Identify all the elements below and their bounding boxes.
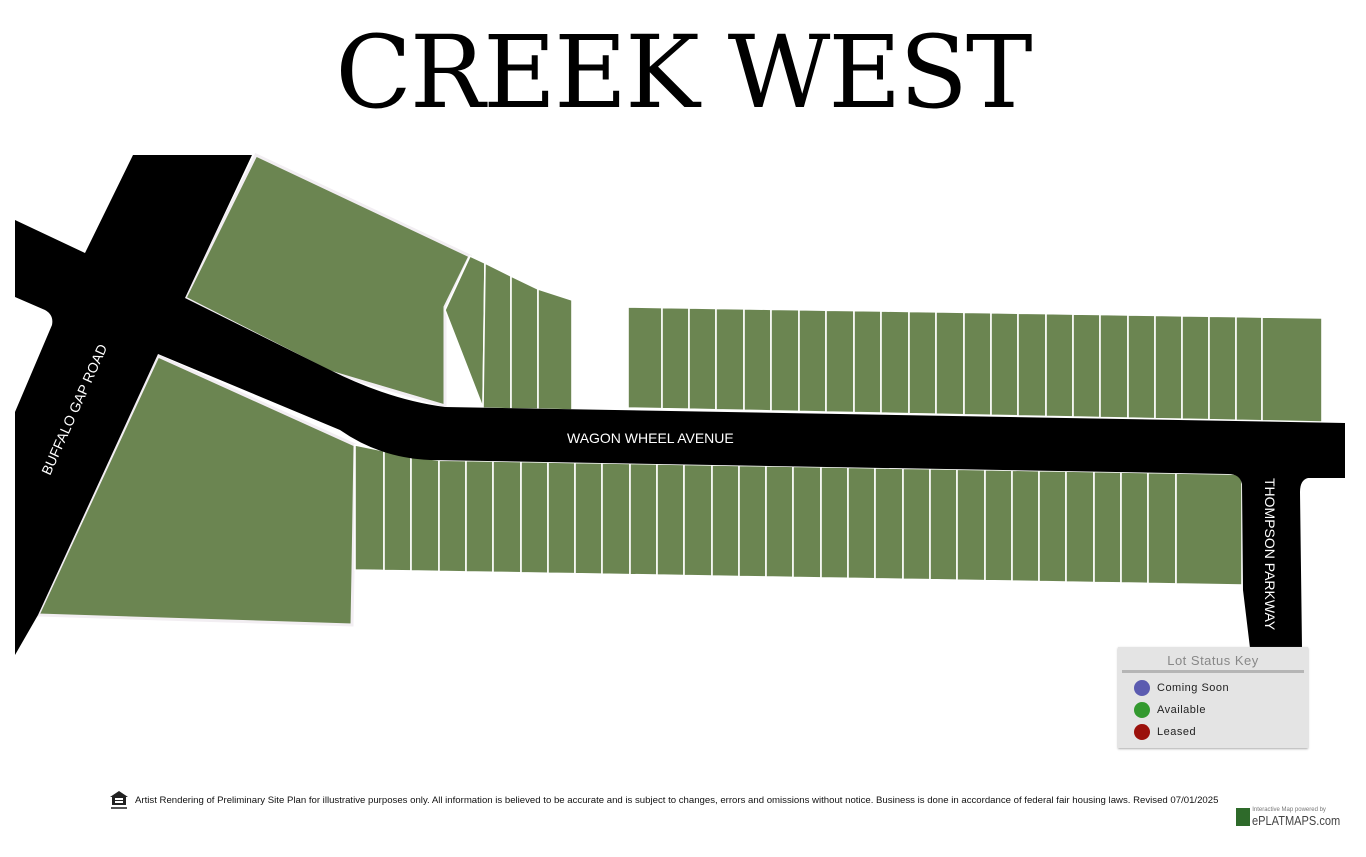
lot[interactable] (1099, 313, 1129, 419)
lot[interactable] (1093, 470, 1122, 584)
lot[interactable] (492, 460, 522, 574)
lot[interactable] (1038, 469, 1067, 583)
lot[interactable] (880, 310, 910, 415)
lot[interactable] (1175, 472, 1243, 586)
lot[interactable] (984, 468, 1013, 582)
lot[interactable] (956, 468, 986, 582)
road-label-wagon-wheel: WAGON WHEEL AVENUE (567, 430, 734, 446)
lot[interactable] (963, 311, 992, 417)
lot[interactable] (798, 308, 827, 413)
lot[interactable] (1154, 314, 1183, 420)
lot[interactable] (537, 287, 573, 411)
lot[interactable] (847, 466, 876, 580)
lot[interactable] (354, 444, 385, 572)
lot[interactable] (482, 261, 512, 410)
legend-item-coming-soon: Coming Soon (1118, 677, 1308, 699)
equal-housing-icon (110, 791, 128, 809)
disclaimer-text: Artist Rendering of Preliminary Site Pla… (135, 794, 1219, 806)
legend-label: Available (1157, 704, 1206, 716)
lot[interactable] (738, 464, 767, 578)
lot[interactable] (825, 309, 855, 414)
lot[interactable] (765, 465, 794, 579)
page-title: CREEK WEST (335, 14, 1032, 131)
legend-divider (1122, 670, 1304, 673)
lot[interactable] (715, 307, 745, 412)
lot[interactable] (574, 461, 603, 575)
footer: Artist Rendering of Preliminary Site Pla… (109, 790, 1218, 810)
lot[interactable] (770, 308, 800, 413)
lot[interactable] (410, 455, 440, 573)
lot[interactable] (1011, 469, 1040, 583)
lot[interactable] (1127, 314, 1156, 420)
lot[interactable] (688, 307, 717, 411)
status-dot-icon (1134, 702, 1150, 718)
lot[interactable] (1147, 471, 1177, 585)
lot[interactable] (661, 306, 690, 411)
lot[interactable] (1181, 314, 1210, 421)
legend-label: Coming Soon (1157, 682, 1230, 694)
lot[interactable] (510, 274, 539, 410)
lot[interactable] (743, 308, 772, 412)
lot[interactable] (520, 460, 549, 575)
lot[interactable] (711, 464, 740, 578)
lot[interactable] (547, 461, 576, 575)
road (15, 155, 1345, 655)
lot[interactable] (465, 459, 494, 574)
lot-status-legend: Lot Status Key Coming Soon Available Lea… (1118, 647, 1308, 748)
legend-title: Lot Status Key (1167, 653, 1259, 668)
legend-label: Leased (1157, 726, 1197, 738)
legend-item-available: Available (1118, 699, 1308, 721)
lot[interactable] (1065, 470, 1095, 584)
eplatmaps-brand[interactable]: Interactive Map powered by ePLATMAPS.com (1236, 807, 1356, 827)
eplatmaps-logo-icon (1236, 808, 1251, 826)
lot[interactable] (1235, 315, 1263, 422)
lot[interactable] (629, 462, 658, 576)
lot[interactable] (1017, 312, 1047, 418)
lot[interactable] (438, 459, 467, 573)
status-dot-icon (1134, 724, 1150, 740)
lot[interactable] (683, 463, 713, 577)
lot[interactable] (1261, 316, 1323, 423)
lot[interactable] (908, 310, 937, 416)
lot[interactable] (1045, 312, 1074, 418)
road-label-thompson: THOMPSON PARKWAY (1262, 478, 1278, 631)
lot[interactable] (990, 311, 1019, 417)
lot[interactable] (902, 467, 931, 581)
lot[interactable] (874, 466, 904, 581)
lot[interactable] (656, 463, 685, 577)
lot[interactable] (1208, 315, 1237, 422)
lot[interactable] (601, 462, 631, 576)
brand-text: ePLATMAPS.com (1252, 813, 1341, 828)
lot[interactable] (627, 306, 663, 410)
lot[interactable] (1072, 313, 1101, 419)
parcel-southwest[interactable] (35, 354, 357, 627)
lot[interactable] (820, 466, 849, 580)
lot[interactable] (929, 467, 958, 581)
lot[interactable] (853, 309, 882, 414)
legend-item-leased: Leased (1118, 721, 1308, 743)
lot[interactable] (383, 449, 412, 572)
lot[interactable] (1120, 471, 1149, 585)
lot[interactable] (792, 465, 822, 579)
status-dot-icon (1134, 680, 1150, 696)
lot[interactable] (935, 311, 965, 416)
powered-by-text: Interactive Map powered by (1252, 807, 1326, 813)
